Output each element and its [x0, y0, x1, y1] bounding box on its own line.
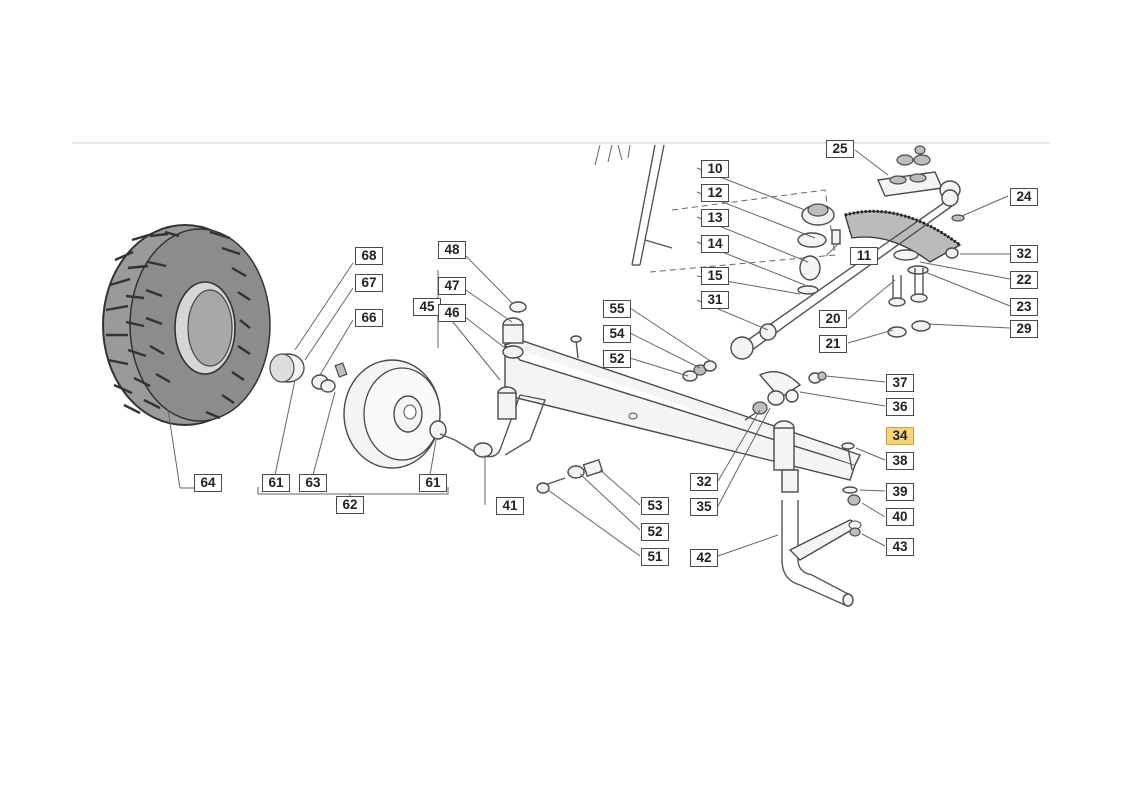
callout-12: 12 [701, 184, 729, 202]
callout-38: 38 [886, 452, 914, 470]
callout-64: 64 [194, 474, 222, 492]
callout-43: 43 [886, 538, 914, 556]
steering-gear [797, 145, 965, 338]
callout-63: 63 [299, 474, 327, 492]
callout-23: 23 [1010, 298, 1038, 316]
callout-62: 62 [336, 496, 364, 514]
callout-22: 22 [1010, 271, 1038, 289]
callout-34-highlighted: 34 [886, 427, 914, 445]
callout-51: 51 [641, 548, 669, 566]
callout-13: 13 [701, 209, 729, 227]
callout-21: 21 [819, 335, 847, 353]
callout-46: 46 [438, 304, 466, 322]
callout-54: 54 [603, 325, 631, 343]
callout-52-top: 52 [603, 350, 631, 368]
callout-41: 41 [496, 497, 524, 515]
callout-48: 48 [438, 241, 466, 259]
callout-61-left: 61 [262, 474, 290, 492]
callout-24: 24 [1010, 188, 1038, 206]
callout-47: 47 [438, 277, 466, 295]
callout-36: 36 [886, 398, 914, 416]
callout-61-right: 61 [419, 474, 447, 492]
callout-31: 31 [701, 291, 729, 309]
callout-14: 14 [701, 235, 729, 253]
callout-32-bottom: 32 [690, 473, 718, 491]
callout-25: 25 [826, 140, 854, 158]
callout-29: 29 [1010, 320, 1038, 338]
callout-37: 37 [886, 374, 914, 392]
rim-assembly [269, 353, 447, 469]
callout-10: 10 [701, 160, 729, 178]
callout-20: 20 [819, 310, 847, 328]
callout-39: 39 [886, 483, 914, 501]
steering-column [594, 144, 836, 273]
callout-66: 66 [355, 309, 383, 327]
callout-42: 42 [690, 549, 718, 567]
callout-52-bottom: 52 [641, 523, 669, 541]
callout-35: 35 [690, 498, 718, 516]
drag-link-31 [730, 189, 959, 360]
front-axle [439, 301, 862, 607]
callout-15: 15 [701, 267, 729, 285]
callout-11: 11 [850, 247, 878, 265]
callout-45: 45 [413, 298, 441, 316]
callout-55: 55 [603, 300, 631, 318]
callout-67: 67 [355, 274, 383, 292]
callout-32-top: 32 [1010, 245, 1038, 263]
leader-64 [167, 409, 181, 489]
callout-53: 53 [641, 497, 669, 515]
callout-40: 40 [886, 508, 914, 526]
callout-68: 68 [355, 247, 383, 265]
tire-64 [102, 224, 271, 426]
